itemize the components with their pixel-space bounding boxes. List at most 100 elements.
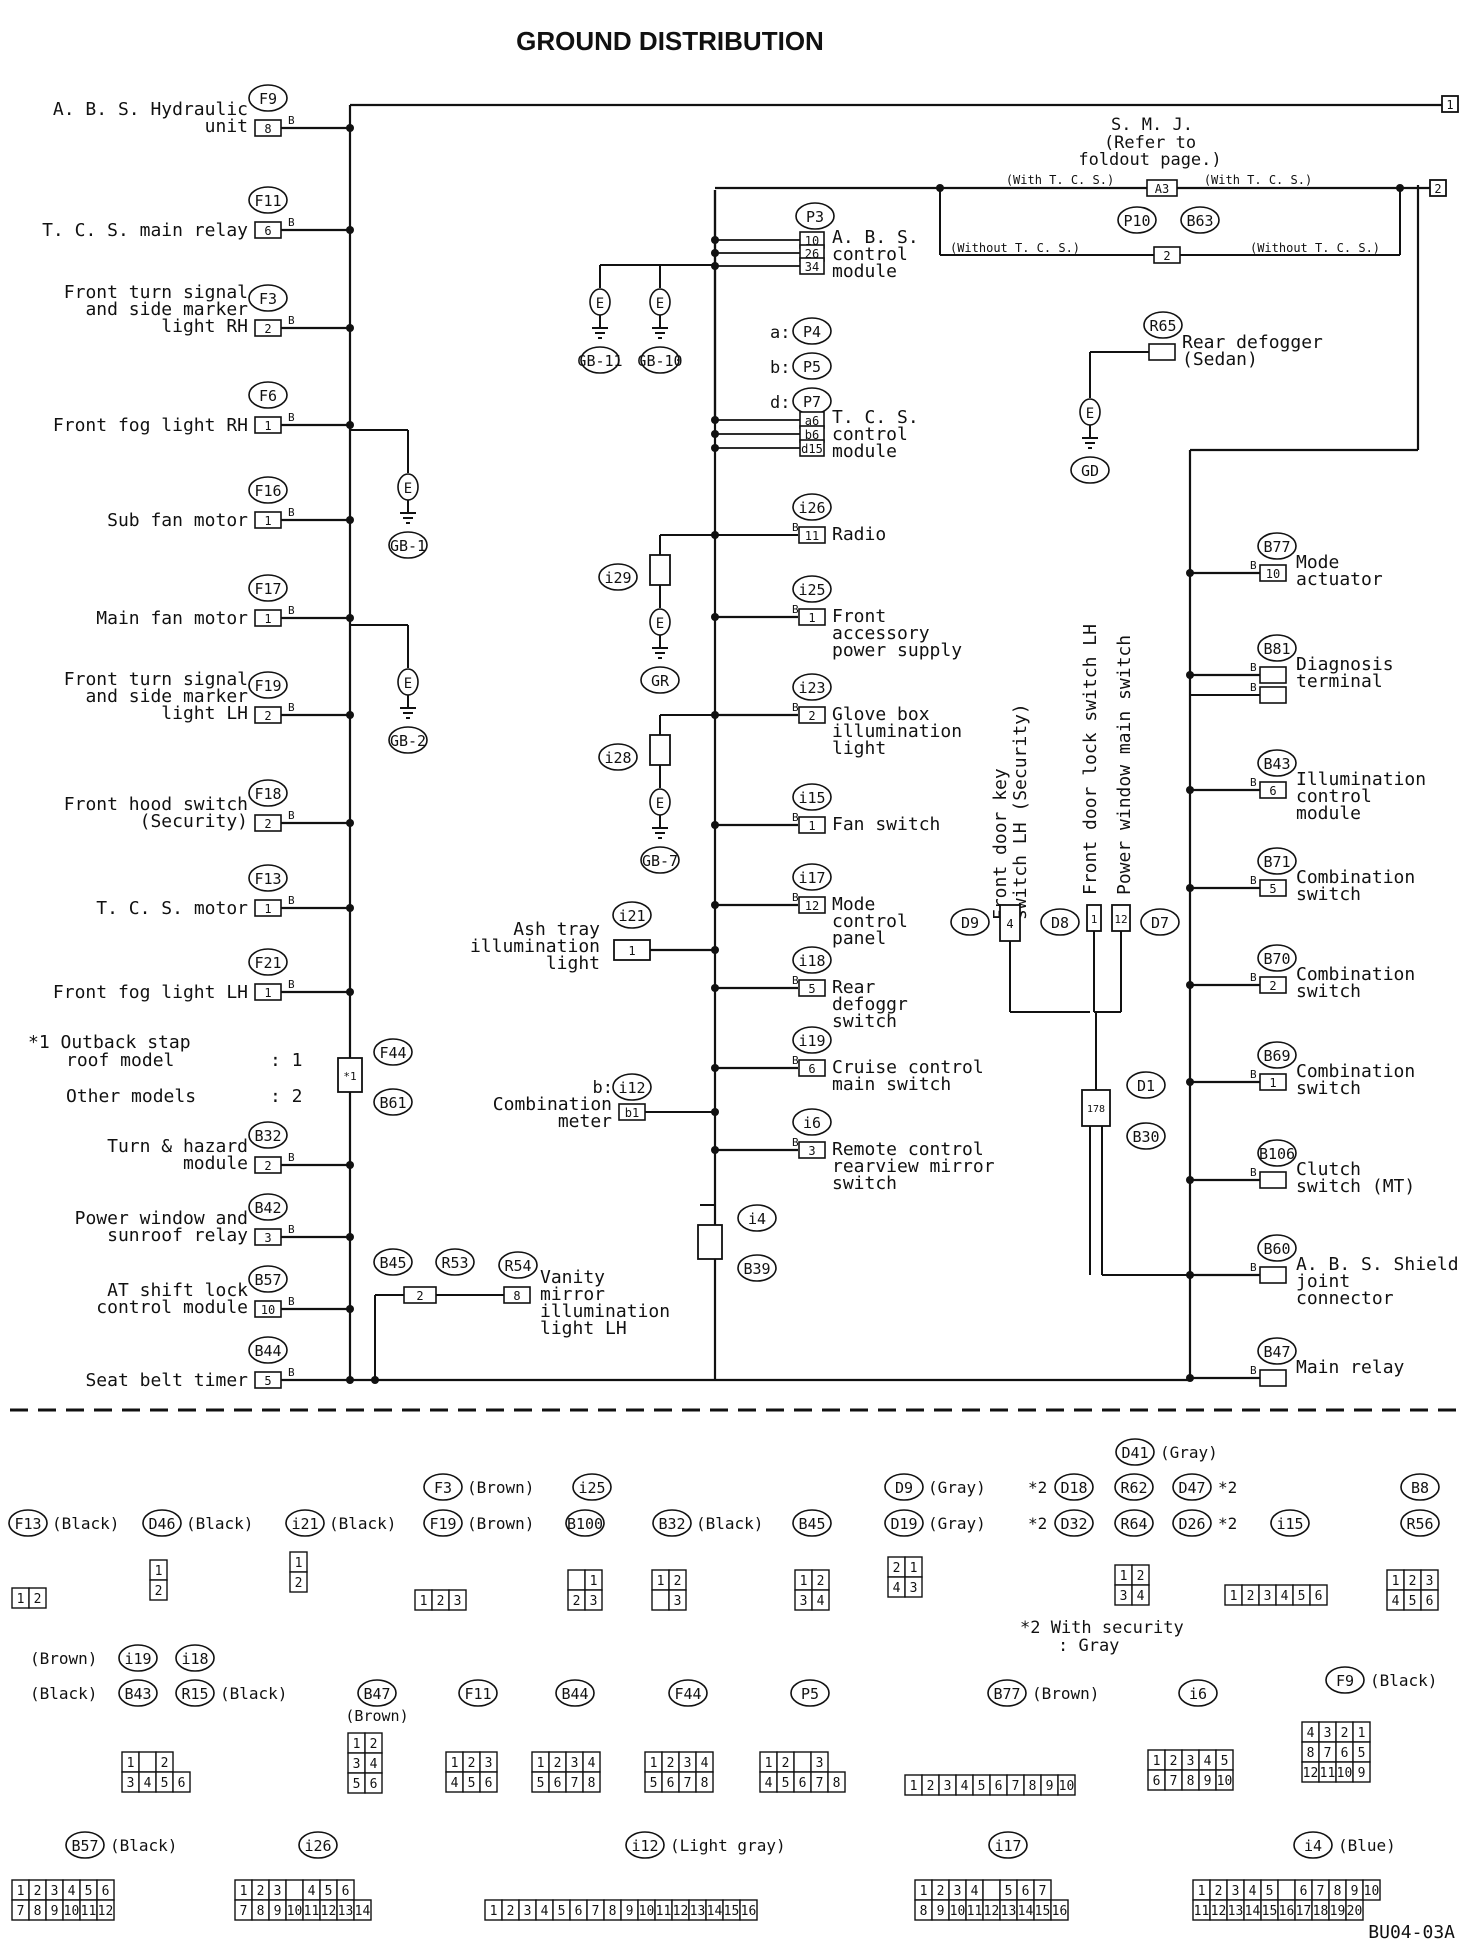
rear-defogger-label: (Sedan) (1182, 349, 1258, 370)
junction-dot (1186, 1374, 1194, 1382)
legend-code: B44 (555, 1679, 595, 1707)
legend-pin-number: 1 (1392, 1574, 1400, 1589)
pin-box-rect (254, 1371, 282, 1389)
legend-code: i15 (1270, 1509, 1310, 1537)
connector-code-text: F44 (379, 1044, 406, 1062)
pin-box-text: 3 (808, 1144, 815, 1158)
center-component-label: panel (832, 928, 886, 949)
connector-code-oval (640, 666, 680, 694)
pin-box-rect (254, 899, 282, 917)
smj-title: S. M. J. (1111, 115, 1193, 135)
legend-pin-number: 1 (420, 1594, 428, 1609)
right-pin-box (1259, 686, 1287, 704)
legend-pin-number: 3 (590, 1594, 598, 1609)
pin-box-rect (1146, 179, 1178, 197)
pin-b-mark: B (792, 701, 799, 714)
legend-pin-number: 3 (127, 1776, 135, 1791)
legend-pin-number: 7 (816, 1776, 824, 1791)
terminal-2-label: 2 (1434, 182, 1441, 196)
smj-without-label: (Without T. C. S.) (950, 241, 1080, 255)
legend-pin-number: 2 (937, 1884, 945, 1899)
legend-pin-number: 2 (674, 1574, 682, 1589)
ground-eyelet-text: E (404, 676, 412, 692)
ground-gb1: EGB-1 (388, 465, 428, 559)
connector-code-oval (248, 186, 288, 214)
connector-code-text: GR (651, 672, 670, 690)
legend-pin-number: 4 (1137, 1589, 1145, 1604)
legend-code: B47 (357, 1679, 397, 1707)
pin-box-text: 1 (264, 612, 271, 626)
connector-code-oval (612, 901, 652, 929)
connector-code-oval (1143, 311, 1183, 339)
legend-pin-number: 2 (295, 1576, 303, 1591)
right-connector-code: B70 (1257, 944, 1297, 972)
note-line: roof model (66, 1050, 174, 1071)
left-component-label: Front turn signal (64, 282, 248, 303)
connector-code-text: P7 (803, 393, 821, 411)
ground-center: EGB-7 (640, 780, 680, 874)
legend-pin-number: 1 (451, 1756, 459, 1771)
legend-pin-number: 2 (34, 1592, 42, 1607)
connector-code-text: B45 (798, 1515, 825, 1533)
pin-b-mark: B (288, 216, 295, 229)
legend-pin-cell (448, 1589, 467, 1611)
center-connector-code: i25 (792, 575, 832, 603)
center-component-label: Mode (832, 894, 875, 915)
smj-without-label: (Without T. C. S.) (1250, 241, 1380, 255)
connector-code-text: R62 (1120, 1479, 1147, 1497)
legend-color: (Brown) (1032, 1684, 1099, 1703)
connector-code-oval (598, 563, 638, 591)
smj-with-label: (With T. C. S.) (1006, 173, 1114, 187)
center-component-label: Cruise control (832, 1057, 984, 1078)
legend-pin-number: 3 (1232, 1884, 1240, 1899)
ground-point-code: GB-1 (388, 531, 428, 559)
left-component-label: AT shift lock (107, 1280, 248, 1301)
legend-pin-number: 3 (485, 1756, 493, 1771)
legend-pin-number: 3 (274, 1884, 282, 1899)
pin-b-mark: B (288, 1151, 295, 1164)
connector-code-text: F3 (434, 1479, 452, 1497)
connector-code-oval (248, 284, 288, 312)
legend-pin-number: 1 (590, 1574, 598, 1589)
connector-code-text: F18 (254, 785, 281, 803)
pin-box-rect (254, 416, 282, 434)
right-component-label: Main relay (1296, 1357, 1405, 1378)
legend-code: B57 (65, 1831, 105, 1859)
abs-module-label: control (832, 244, 908, 265)
legend-pin-cell (793, 1751, 812, 1773)
legend-mark: *2 (1028, 1514, 1047, 1533)
legend-pin-number: 4 (451, 1776, 459, 1791)
legend-pin-cell (567, 1569, 586, 1591)
legend-code: F9 (1325, 1666, 1365, 1694)
pin-box-text: 5 (1269, 882, 1276, 896)
legend-pin-number: 16 (741, 1904, 757, 1919)
pin-box-rect (1259, 1369, 1287, 1387)
connector-code-oval (118, 1644, 158, 1672)
pin-box-text: 1 (808, 819, 815, 833)
connector-code-oval (792, 493, 832, 521)
pin-b-mark: B (1250, 874, 1257, 887)
vanity-label: light LH (540, 1318, 627, 1339)
connector-code-oval (285, 1509, 325, 1537)
connector-code-text: i15 (798, 789, 825, 807)
legend-pin-number: 2 (1341, 1726, 1349, 1741)
legend-code: B77 (987, 1679, 1027, 1707)
legend-pin-number: 7 (1324, 1746, 1332, 1761)
right-component-label: switch (1296, 981, 1361, 1002)
connector-code-oval (1257, 532, 1297, 560)
legend-pin-number: 3 (800, 1594, 808, 1609)
pin-b-mark: B (1250, 559, 1257, 572)
legend-color: (Brown) (467, 1478, 534, 1497)
junction-dot (346, 904, 354, 912)
connector-code-text: GB-7 (642, 852, 678, 870)
legend-color: (Black) (52, 1514, 119, 1533)
combination-meter-code: i12 (612, 1073, 652, 1101)
legend-code: D19 (884, 1509, 924, 1537)
legend-security-color: : Gray (1058, 1636, 1119, 1656)
connector-code-oval (1257, 1139, 1297, 1167)
legend-pin-number: 8 (920, 1904, 928, 1919)
legend-code: D41 (1115, 1438, 1155, 1466)
